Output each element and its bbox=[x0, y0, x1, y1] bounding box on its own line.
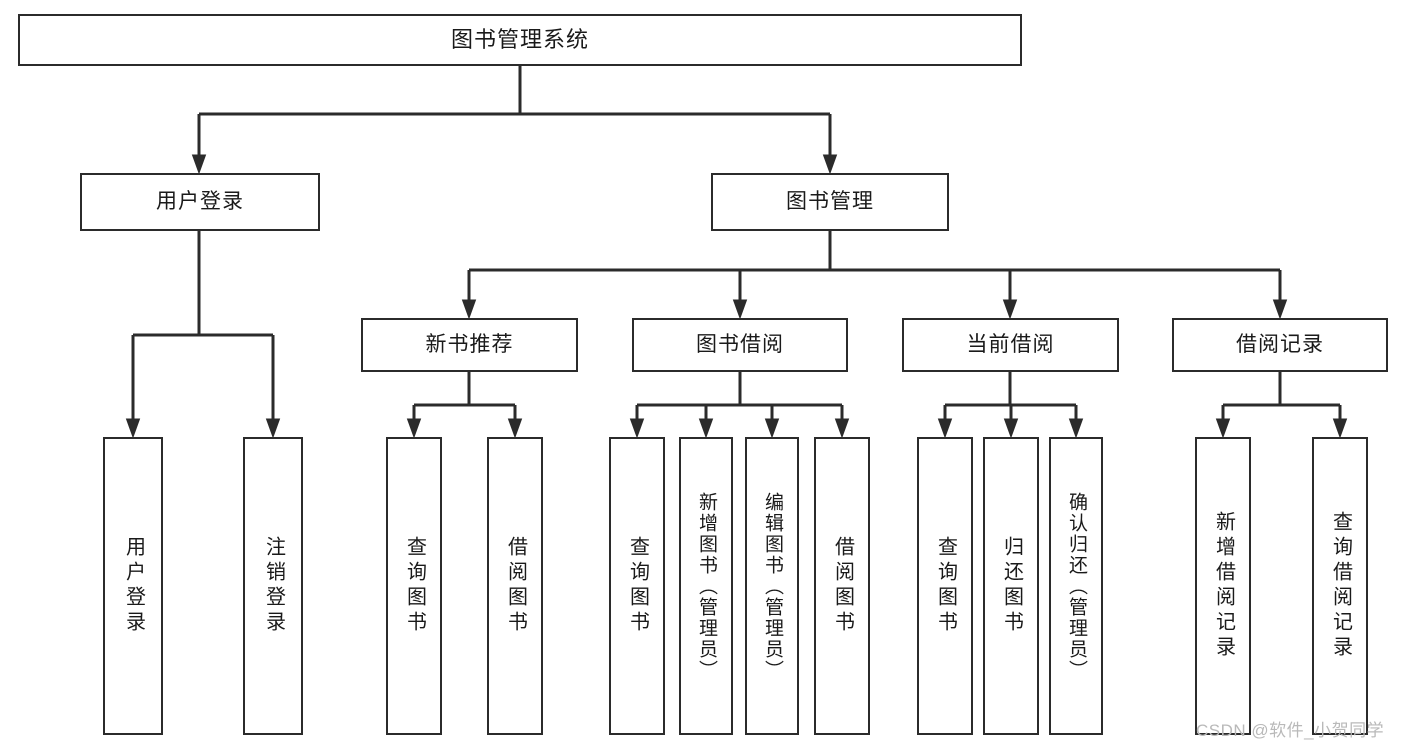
arrowhead bbox=[1272, 299, 1288, 320]
node-label: 注销登录 bbox=[262, 536, 285, 636]
arrowhead bbox=[461, 299, 477, 320]
node-label: 查询图书 bbox=[403, 536, 426, 636]
node-leaf-confirm-return[interactable]: 确认归还（管理员） bbox=[1049, 437, 1103, 735]
node-borrow-record[interactable]: 借阅记录 bbox=[1172, 318, 1388, 372]
edge-group-currentborrow-children bbox=[937, 372, 1084, 439]
arrowhead bbox=[834, 418, 850, 439]
arrowhead bbox=[937, 418, 953, 439]
arrowhead bbox=[629, 418, 645, 439]
arrowhead bbox=[822, 154, 838, 175]
node-label: 确认归还（管理员） bbox=[1065, 491, 1087, 681]
node-label: 图书管理系统 bbox=[450, 26, 589, 52]
node-label: 借阅图书 bbox=[831, 536, 854, 636]
node-root[interactable]: 图书管理系统 bbox=[18, 14, 1022, 66]
node-leaf-add-book[interactable]: 新增图书（管理员） bbox=[679, 437, 733, 735]
node-leaf-borrow-book-rec[interactable]: 借阅图书 bbox=[487, 437, 543, 735]
node-label: 查询图书 bbox=[626, 536, 649, 636]
node-leaf-return-book[interactable]: 归还图书 bbox=[983, 437, 1039, 735]
node-label: 图书管理 bbox=[786, 190, 874, 214]
edge-group-newbookrec-children bbox=[406, 372, 523, 439]
node-label: 新书推荐 bbox=[425, 333, 514, 357]
arrowhead bbox=[125, 418, 141, 439]
node-label: 查询图书 bbox=[934, 536, 957, 636]
arrowhead bbox=[764, 418, 780, 439]
edge-group-root-to-level2 bbox=[191, 66, 838, 175]
node-label: 新增借阅记录 bbox=[1212, 511, 1235, 661]
node-user-login[interactable]: 用户登录 bbox=[80, 173, 320, 231]
arrowhead bbox=[1003, 418, 1019, 439]
arrowhead bbox=[1215, 418, 1231, 439]
node-leaf-logout[interactable]: 注销登录 bbox=[243, 437, 303, 735]
edge-group-userlogin-children bbox=[125, 231, 281, 439]
arrowhead bbox=[507, 418, 523, 439]
node-book-borrow[interactable]: 图书借阅 bbox=[632, 318, 848, 372]
arrowhead bbox=[1332, 418, 1348, 439]
arrowhead bbox=[1002, 299, 1018, 320]
arrowhead bbox=[406, 418, 422, 439]
node-leaf-borrow-book[interactable]: 借阅图书 bbox=[814, 437, 870, 735]
node-label: 借阅图书 bbox=[504, 536, 527, 636]
node-label: 图书借阅 bbox=[696, 333, 784, 357]
node-label: 借阅记录 bbox=[1236, 333, 1324, 357]
node-current-borrow[interactable]: 当前借阅 bbox=[902, 318, 1119, 372]
node-label: 归还图书 bbox=[1000, 536, 1023, 636]
node-label: 用户登录 bbox=[156, 190, 244, 214]
edge-group-bookborrow-children bbox=[629, 372, 850, 439]
node-label: 查询借阅记录 bbox=[1329, 511, 1352, 661]
arrowhead bbox=[1068, 418, 1084, 439]
node-leaf-query-book-current[interactable]: 查询图书 bbox=[917, 437, 973, 735]
edge-group-bookmanage-children bbox=[461, 231, 1288, 320]
node-label: 当前借阅 bbox=[966, 333, 1055, 357]
node-leaf-query-record[interactable]: 查询借阅记录 bbox=[1312, 437, 1368, 735]
node-leaf-edit-book[interactable]: 编辑图书（管理员） bbox=[745, 437, 799, 735]
node-leaf-query-book-rec[interactable]: 查询图书 bbox=[386, 437, 442, 735]
node-leaf-user-login[interactable]: 用户登录 bbox=[103, 437, 163, 735]
arrowhead bbox=[732, 299, 748, 320]
watermark: CSDN @软件_小贺同学 bbox=[1196, 721, 1385, 740]
node-new-book-rec[interactable]: 新书推荐 bbox=[361, 318, 578, 372]
edge-group-borrowrecord-children bbox=[1215, 372, 1348, 439]
node-label: 编辑图书（管理员） bbox=[761, 491, 783, 681]
node-leaf-add-record[interactable]: 新增借阅记录 bbox=[1195, 437, 1251, 735]
node-label: 新增图书（管理员） bbox=[695, 491, 717, 681]
node-book-manage[interactable]: 图书管理 bbox=[711, 173, 949, 231]
arrowhead bbox=[191, 154, 207, 175]
node-leaf-query-book-borrow[interactable]: 查询图书 bbox=[609, 437, 665, 735]
arrowhead bbox=[265, 418, 281, 439]
arrowhead bbox=[698, 418, 714, 439]
node-label: 用户登录 bbox=[122, 536, 145, 636]
